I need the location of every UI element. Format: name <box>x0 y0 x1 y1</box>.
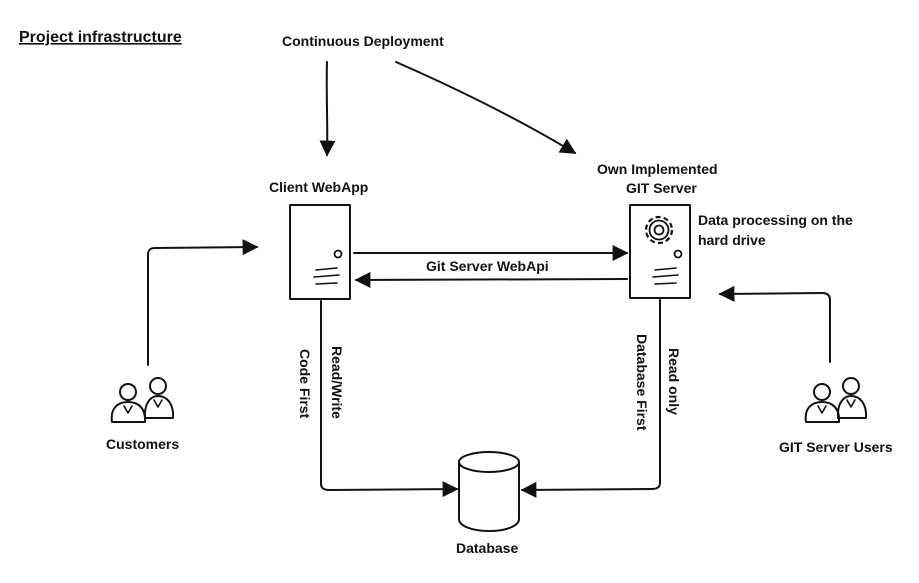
read-write-label: Read/Write <box>329 346 345 419</box>
git-to-client-arrow <box>354 271 628 288</box>
git-server-label-line2: GIT Server <box>626 180 697 196</box>
database-icon <box>458 451 520 532</box>
customers-icon <box>110 377 175 423</box>
continuous-deployment-label: Continuous Deployment <box>282 33 444 49</box>
cd-to-git-arrow <box>395 61 577 154</box>
users-to-git-arrow <box>718 285 831 363</box>
git-server-icon <box>629 204 691 299</box>
database-first-label: Database First <box>634 334 650 431</box>
data-processing-label-line2: hard drive <box>698 232 766 248</box>
database-label: Database <box>456 540 518 556</box>
diagram-title: Project infrastructure <box>19 29 182 46</box>
git-server-users-label: GIT Server Users <box>779 439 893 455</box>
webapi-label: Git Server WebApi <box>426 258 549 274</box>
read-only-label: Read only <box>666 348 682 415</box>
git-users-icon <box>804 377 868 423</box>
gear-icon <box>644 215 674 245</box>
cd-to-client-arrow <box>319 61 336 157</box>
client-server-icon <box>289 204 351 300</box>
customers-label: Customers <box>106 436 179 452</box>
customers-to-client-arrow <box>147 239 259 366</box>
data-processing-label-line1: Data processing on the <box>698 212 853 228</box>
git-to-db-arrow <box>520 299 661 498</box>
git-server-label-line1: Own Implemented <box>597 161 718 177</box>
client-webapp-label: Client WebApp <box>269 179 368 195</box>
client-to-db-arrow <box>320 300 459 498</box>
code-first-label: Code First <box>297 349 313 419</box>
